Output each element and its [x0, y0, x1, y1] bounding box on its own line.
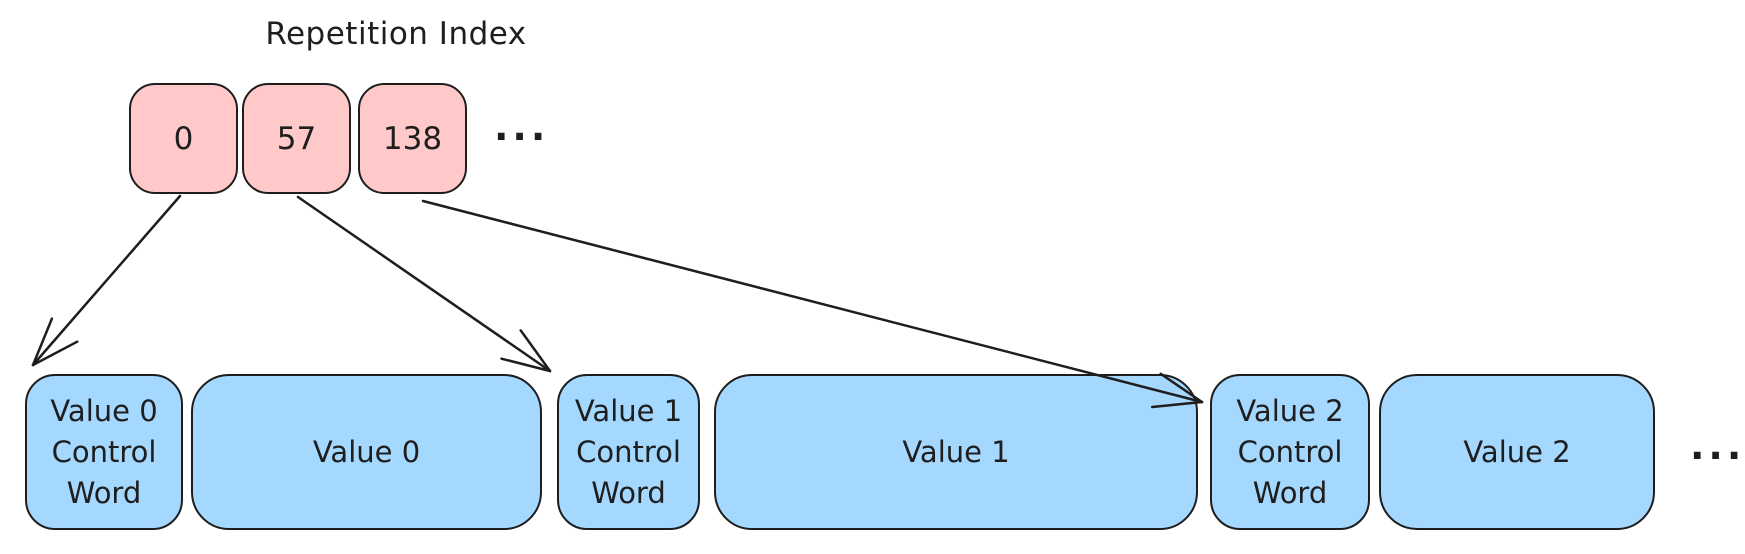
value-0-control-word-block: Value 0 Control Word [25, 374, 183, 530]
value-2-block: Value 2 [1379, 374, 1655, 530]
repetition-index-title: Repetition Index [265, 16, 527, 52]
repetition-index-cell-2: 138 [358, 83, 467, 194]
value-stream-ellipsis: ... [1690, 424, 1745, 468]
arrow-index1-to-value1-control-icon [296, 195, 552, 373]
value-1-control-word-block: Value 1 Control Word [557, 374, 700, 530]
arrow-index0-to-value0-control-icon [31, 194, 182, 367]
value-2-control-word-block: Value 2 Control Word [1210, 374, 1370, 530]
value-1-block: Value 1 [714, 374, 1198, 530]
repetition-index-cell-1: 57 [242, 83, 351, 194]
value-0-block: Value 0 [191, 374, 542, 530]
repetition-index-cell-0: 0 [129, 83, 238, 194]
repetition-index-ellipsis: ... [494, 105, 550, 149]
